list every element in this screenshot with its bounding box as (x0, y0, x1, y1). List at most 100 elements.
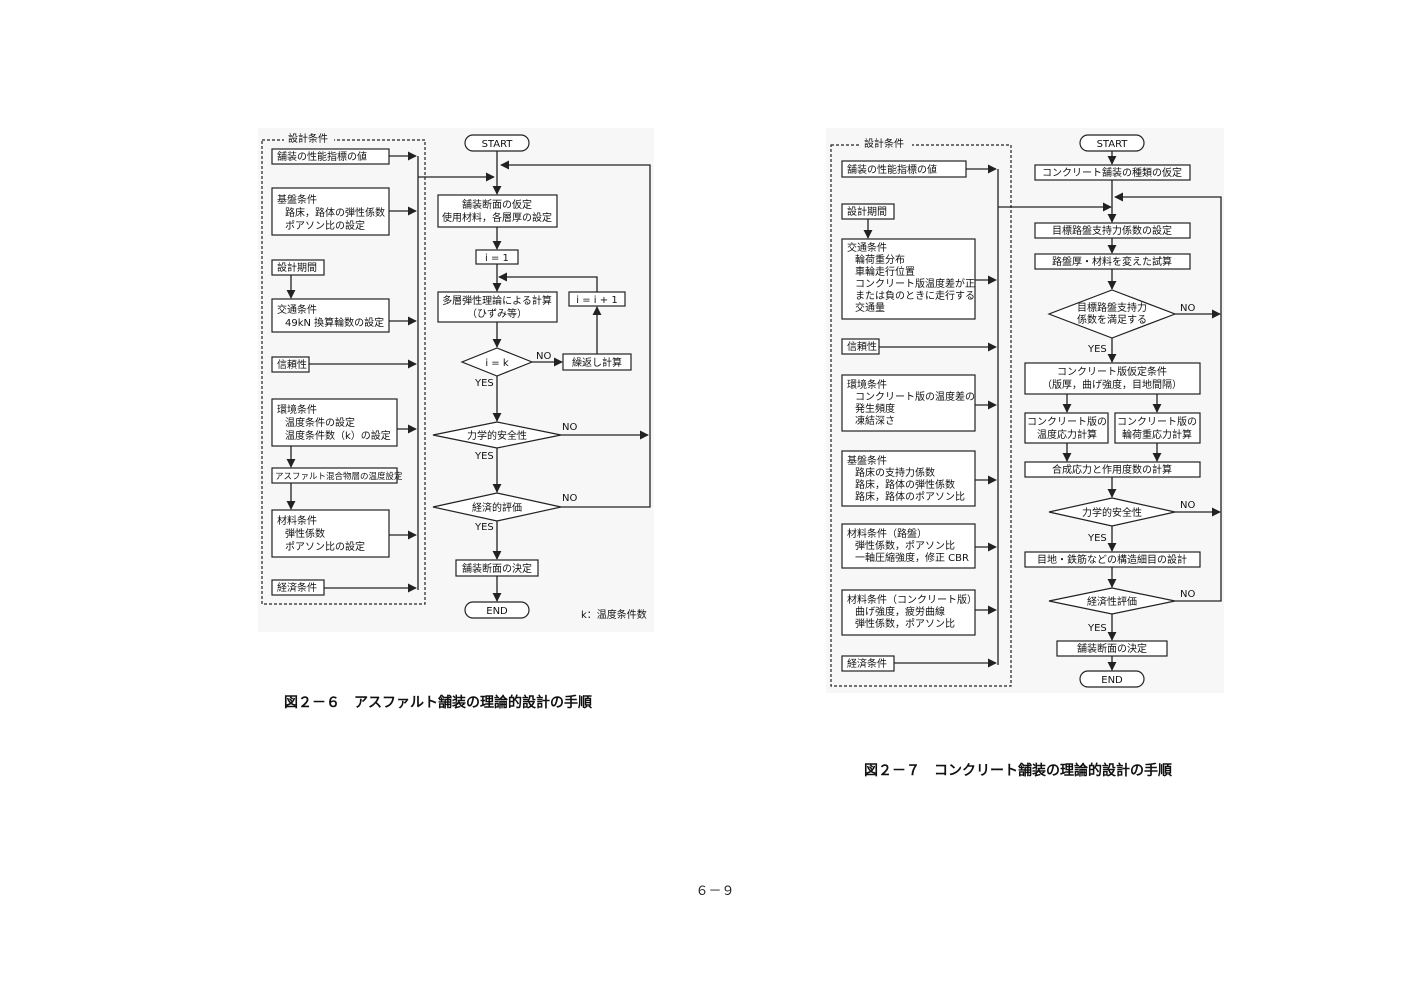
cond-reliability: 信頼性 (271, 356, 310, 373)
frame-label: 設計条件 (288, 132, 328, 145)
end-terminal: END (464, 601, 530, 619)
svg-text:力学的安全性: 力学的安全性 (1082, 506, 1142, 519)
svg-text:交通条件: 交通条件 (847, 241, 887, 254)
svg-text:ポアソン比の設定: ポアソン比の設定 (285, 219, 365, 232)
svg-text:多層弾性理論による計算: 多層弾性理論による計算 (442, 294, 552, 307)
svg-text:環境条件: 環境条件 (847, 378, 887, 391)
svg-text:材料条件: 材料条件 (277, 514, 317, 527)
svg-text:経済条件: 経済条件 (847, 657, 887, 670)
svg-text:YES: YES (1087, 533, 1107, 544)
svg-text:コンクリート版の: コンクリート版の (1027, 415, 1107, 428)
note-k: k：温度条件数 (581, 608, 647, 621)
svg-text:車輪走行位置: 車輪走行位置 (855, 265, 915, 278)
svg-text:合成応力と作用度数の計算: 合成応力と作用度数の計算 (1052, 463, 1172, 476)
svg-text:弾性係数，ポアソン比: 弾性係数，ポアソン比 (855, 539, 955, 552)
svg-text:舗装の性能指標の値: 舗装の性能指標の値 (847, 163, 937, 176)
svg-text:路床の支持力係数: 路床の支持力係数 (855, 466, 935, 479)
increment-i-box: i = i + 1 (568, 291, 626, 307)
svg-text:NO: NO (1180, 500, 1195, 511)
svg-text:曲げ強度，疲労曲線: 曲げ強度，疲労曲線 (855, 605, 945, 618)
cond2-period: 設計期間 (841, 203, 895, 220)
svg-text:温度条件の設定: 温度条件の設定 (285, 416, 355, 429)
svg-text:i = i + 1: i = i + 1 (576, 295, 617, 306)
cond-period: 設計期間 (271, 259, 325, 276)
cond2-material-subbase: 材料条件（路盤） 弾性係数，ポアソン比 一軸圧縮強度，修正 CBR (841, 523, 976, 569)
svg-text:目標路盤支持力: 目標路盤支持力 (1077, 301, 1147, 314)
figure-2-6: 設計条件 舗装の性能指標の値 基盤条件 路床，路体の弾性係数 ポアソン比の設定 … (258, 128, 654, 632)
svg-text:i = k: i = k (485, 358, 509, 369)
svg-text:基盤条件: 基盤条件 (277, 193, 317, 206)
svg-text:END: END (1101, 675, 1123, 686)
svg-text:輪荷重応力計算: 輪荷重応力計算 (1122, 428, 1192, 441)
cond2-environment: 環境条件 コンクリート版の温度差の 発生頻度 凍結深さ (841, 374, 976, 432)
cond2-performance: 舗装の性能指標の値 (841, 160, 967, 178)
svg-text:設計条件: 設計条件 (864, 137, 904, 150)
figure-2-7: 設計条件 舗装の性能指標の値 設計期間 交通条件 輪荷重分布 車輪走行位置 コン… (826, 128, 1224, 693)
svg-text:コンクリート版温度差が正: コンクリート版温度差が正 (855, 277, 975, 290)
svg-text:YES: YES (474, 451, 494, 462)
svg-text:経済性評価: 経済性評価 (1087, 595, 1137, 608)
svg-text:材料条件（コンクリート版）: 材料条件（コンクリート版） (847, 593, 977, 606)
cond-asphalt-temp: アスファルト混合物層の温度設定 (271, 467, 403, 484)
slab-assumption-box: コンクリート版仮定条件 （版厚，曲げ強度，目地間隔） (1024, 362, 1201, 395)
svg-text:NO: NO (562, 493, 577, 504)
svg-text:舗装断面の仮定: 舗装断面の仮定 (462, 198, 532, 211)
svg-text:輪荷重分布: 輪荷重分布 (855, 253, 905, 266)
svg-text:温度条件数（k）の設定: 温度条件数（k）の設定 (285, 429, 391, 442)
svg-text:（版厚，曲げ強度，目地間隔）: （版厚，曲げ強度，目地間隔） (1042, 378, 1182, 391)
svg-text:材料条件（路盤）: 材料条件（路盤） (847, 527, 927, 540)
svg-text:発生頻度: 発生頻度 (855, 402, 895, 415)
svg-text:力学的安全性: 力学的安全性 (467, 429, 527, 442)
combined-stress-box: 合成応力と作用度数の計算 (1024, 461, 1201, 478)
caption-2-6: 図２－６ アスファルト舗装の理論的設計の手順 (284, 694, 593, 711)
svg-text:信頼性: 信頼性 (847, 340, 877, 353)
svg-text:49kN 換算輪数の設定: 49kN 換算輪数の設定 (285, 316, 384, 329)
svg-text:経済的評価: 経済的評価 (472, 501, 522, 514)
start-terminal: START (464, 134, 530, 152)
target-k-box: 目標路盤支持力係数の設定 (1034, 222, 1191, 239)
repeat-calc-box: 繰返し計算 (562, 353, 632, 371)
caption-2-7: 図２－７ コンクリート舗装の理論的設計の手順 (864, 762, 1173, 779)
temp-stress-box: コンクリート版の 温度応力計算 (1024, 412, 1109, 444)
svg-text:目地・鉄筋などの構造細目の設計: 目地・鉄筋などの構造細目の設計 (1037, 553, 1187, 566)
svg-text:設計期間: 設計期間 (277, 261, 317, 274)
trial-calc-box: 路盤厚・材料を変えた試算 (1034, 253, 1191, 270)
svg-text:基盤条件: 基盤条件 (847, 454, 887, 467)
design-conditions-frame-2 (830, 144, 1012, 687)
cond-economy: 経済条件 (271, 579, 325, 596)
svg-text:YES: YES (1087, 623, 1107, 634)
structural-detail-box: 目地・鉄筋などの構造細目の設計 (1024, 551, 1201, 568)
svg-text:路床，路体の弾性係数: 路床，路体の弾性係数 (855, 478, 955, 491)
svg-text:舗装断面の決定: 舗装断面の決定 (462, 562, 532, 575)
svg-text:コンクリート版の: コンクリート版の (1117, 415, 1197, 428)
svg-text:弾性係数: 弾性係数 (285, 527, 325, 540)
decision-economic-eval-2: 経済性評価 (1048, 587, 1176, 615)
cond2-material-concrete: 材料条件（コンクリート版） 曲げ強度，疲労曲線 弾性係数，ポアソン比 (841, 589, 977, 636)
svg-text:路床，路体のポアソン比: 路床，路体のポアソン比 (855, 490, 965, 503)
page-number: ６－９ (695, 884, 734, 899)
svg-text:弾性係数，ポアソン比: 弾性係数，ポアソン比 (855, 617, 955, 630)
decide-section-box: 舗装断面の決定 (455, 559, 539, 577)
svg-text:コンクリート版の温度差の: コンクリート版の温度差の (855, 390, 975, 403)
load-stress-box: コンクリート版の 輪荷重応力計算 (1114, 412, 1201, 444)
svg-text:一軸圧縮強度，修正 CBR: 一軸圧縮強度，修正 CBR (855, 551, 969, 564)
svg-text:温度応力計算: 温度応力計算 (1037, 428, 1097, 441)
svg-text:繰返し計算: 繰返し計算 (572, 356, 622, 369)
cond-base: 基盤条件 路床，路体の弾性係数 ポアソン比の設定 (271, 187, 390, 236)
no-label: NO (536, 351, 551, 362)
svg-text:YES: YES (474, 522, 494, 533)
svg-text:交通条件: 交通条件 (277, 303, 317, 316)
svg-text:コンクリート舗装の種類の仮定: コンクリート舗装の種類の仮定 (1042, 166, 1182, 179)
svg-text:ポアソン比の設定: ポアソン比の設定 (285, 540, 365, 553)
svg-text:係数を満足する: 係数を満足する (1077, 313, 1147, 326)
svg-text:交通量: 交通量 (855, 301, 885, 314)
cond-traffic: 交通条件 49kN 換算輪数の設定 (271, 298, 390, 333)
svg-text:コンクリート版仮定条件: コンクリート版仮定条件 (1057, 365, 1167, 378)
svg-text:i = 1: i = 1 (485, 253, 509, 264)
svg-text:設計期間: 設計期間 (847, 205, 887, 218)
svg-text:START: START (482, 139, 514, 150)
svg-text:NO: NO (562, 422, 577, 433)
svg-text:END: END (486, 606, 508, 617)
start-terminal-2: START (1079, 134, 1145, 152)
